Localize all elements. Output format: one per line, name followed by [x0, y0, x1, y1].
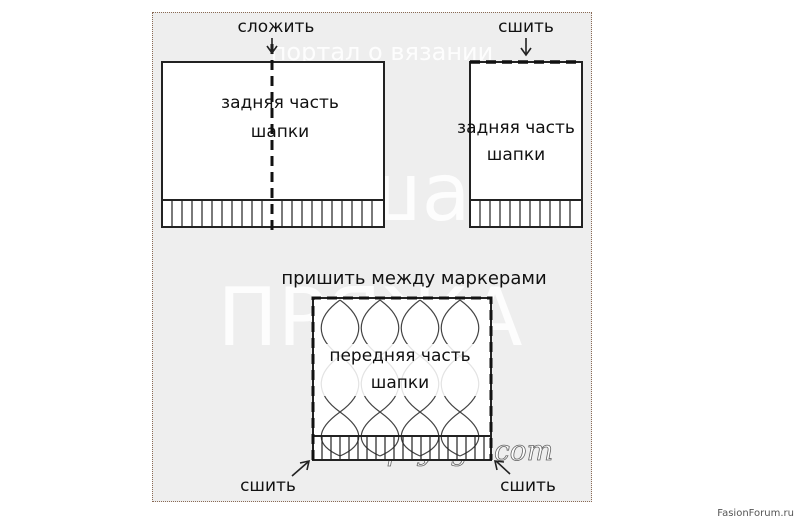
sew-label-top: сшить: [498, 17, 554, 37]
ribbing-right: [479, 200, 571, 227]
front-piece: передняя часть шапки: [311, 296, 493, 461]
sew-arrow-bottom-left: [291, 459, 311, 477]
ribbing-front: [321, 436, 485, 460]
fold-arrow: [266, 38, 278, 55]
front-label-1: передняя часть: [329, 346, 470, 366]
back-right-label-1: задняя часть: [457, 118, 575, 138]
footer-credit: FasionForum.ru: [717, 508, 794, 519]
attach-dashed-edge: [311, 296, 493, 460]
back-piece-left: задняя часть шапки: [161, 44, 385, 230]
sew-label-bottom-left: сшить: [240, 476, 296, 496]
back-piece-right: задняя часть шапки: [457, 60, 583, 228]
sew-arrow-bottom-right: [493, 460, 511, 475]
back-left-label-2: шапки: [251, 122, 309, 142]
front-label-2: шапки: [371, 373, 429, 393]
sew-label-bottom-right: сшить: [500, 476, 556, 496]
sew-arrow-top: [520, 38, 532, 57]
ribbing-left: [171, 200, 373, 227]
back-right-label-2: шапки: [487, 145, 545, 165]
fold-label: сложить: [238, 17, 315, 37]
attach-label: пришить между маркерами: [281, 268, 546, 289]
back-left-label-1: задняя часть: [221, 93, 339, 113]
